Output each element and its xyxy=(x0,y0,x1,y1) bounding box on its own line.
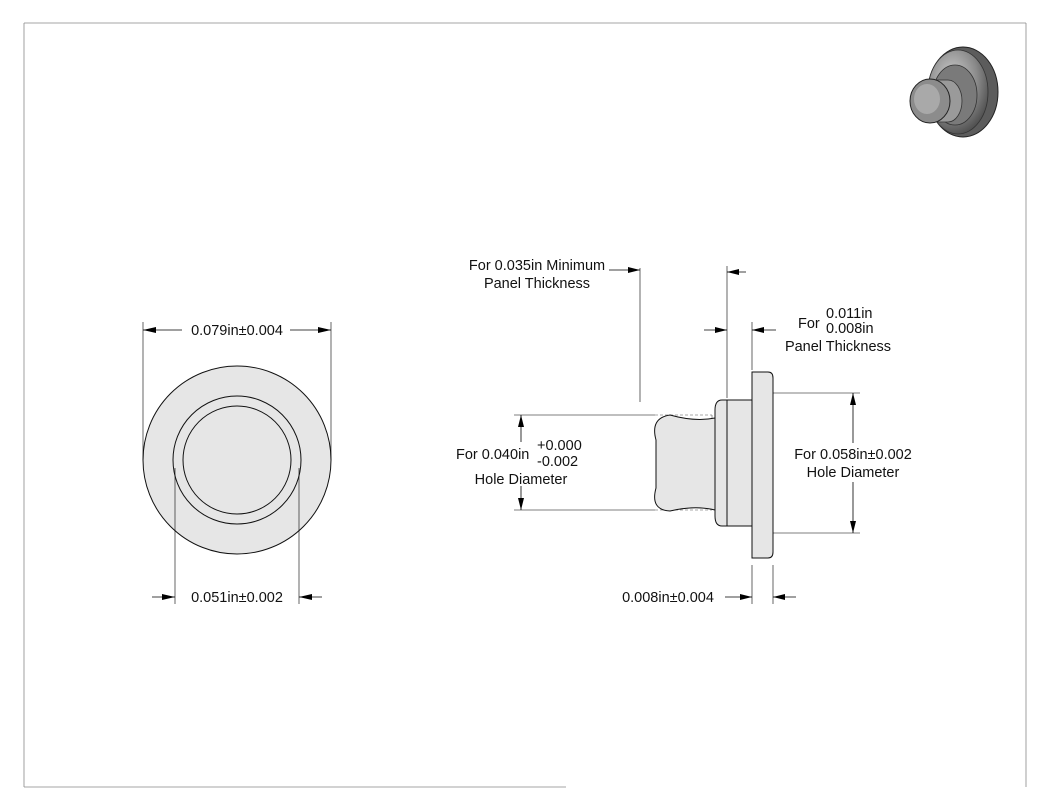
panel-range-lower: 0.008in xyxy=(826,321,874,337)
shank-step xyxy=(714,399,728,527)
panel-range-upper: 0.011in xyxy=(826,306,873,322)
shank-bulge xyxy=(654,414,716,512)
shoulder-offset-dimension xyxy=(726,266,746,398)
small-hole-tol-plus: +0.000 xyxy=(537,438,582,454)
outer-diameter-dimension: 0.079in±0.004 xyxy=(142,322,332,460)
large-hole-dimension: For 0.058in±0.002 Hole Diameter xyxy=(773,392,912,534)
small-hole-dimension: For 0.040in +0.000 -0.002 Hole Diameter xyxy=(456,414,655,511)
min-panel-dimension: For 0.035in Minimum Panel Thickness xyxy=(469,258,641,402)
rivet-thumbnail-icon xyxy=(909,46,999,138)
panel-range-dimension: For 0.011in 0.008in Panel Thickness xyxy=(704,306,891,370)
inner-diameter-label: 0.051in±0.002 xyxy=(191,590,283,606)
side-view: For 0.035in Minimum Panel Thickness For … xyxy=(456,258,912,606)
large-hole-value: For 0.058in±0.002 xyxy=(794,447,912,463)
panel-range-prefix: For xyxy=(798,316,820,332)
inner-diameter-dimension: 0.051in±0.002 xyxy=(152,468,322,606)
small-hole-tol-minus: -0.002 xyxy=(537,454,578,470)
head-thickness-dimension: 0.008in±0.004 xyxy=(622,565,796,606)
small-hole-prefix: For 0.040in xyxy=(456,447,529,463)
min-panel-line1: For 0.035in Minimum xyxy=(469,258,605,274)
front-view: 0.079in±0.004 0.051in±0.002 xyxy=(142,322,332,606)
large-hole-label: Hole Diameter xyxy=(807,465,900,481)
min-panel-line2: Panel Thickness xyxy=(484,276,590,292)
outer-diameter-label: 0.079in±0.004 xyxy=(191,323,283,339)
small-hole-label: Hole Diameter xyxy=(475,472,568,488)
panel-range-label: Panel Thickness xyxy=(785,339,891,355)
flange-head xyxy=(751,371,774,559)
bore-circle xyxy=(182,405,292,515)
sheet-border xyxy=(23,22,1027,788)
head-thickness-label: 0.008in±0.004 xyxy=(622,590,714,606)
shoulder xyxy=(726,399,753,527)
